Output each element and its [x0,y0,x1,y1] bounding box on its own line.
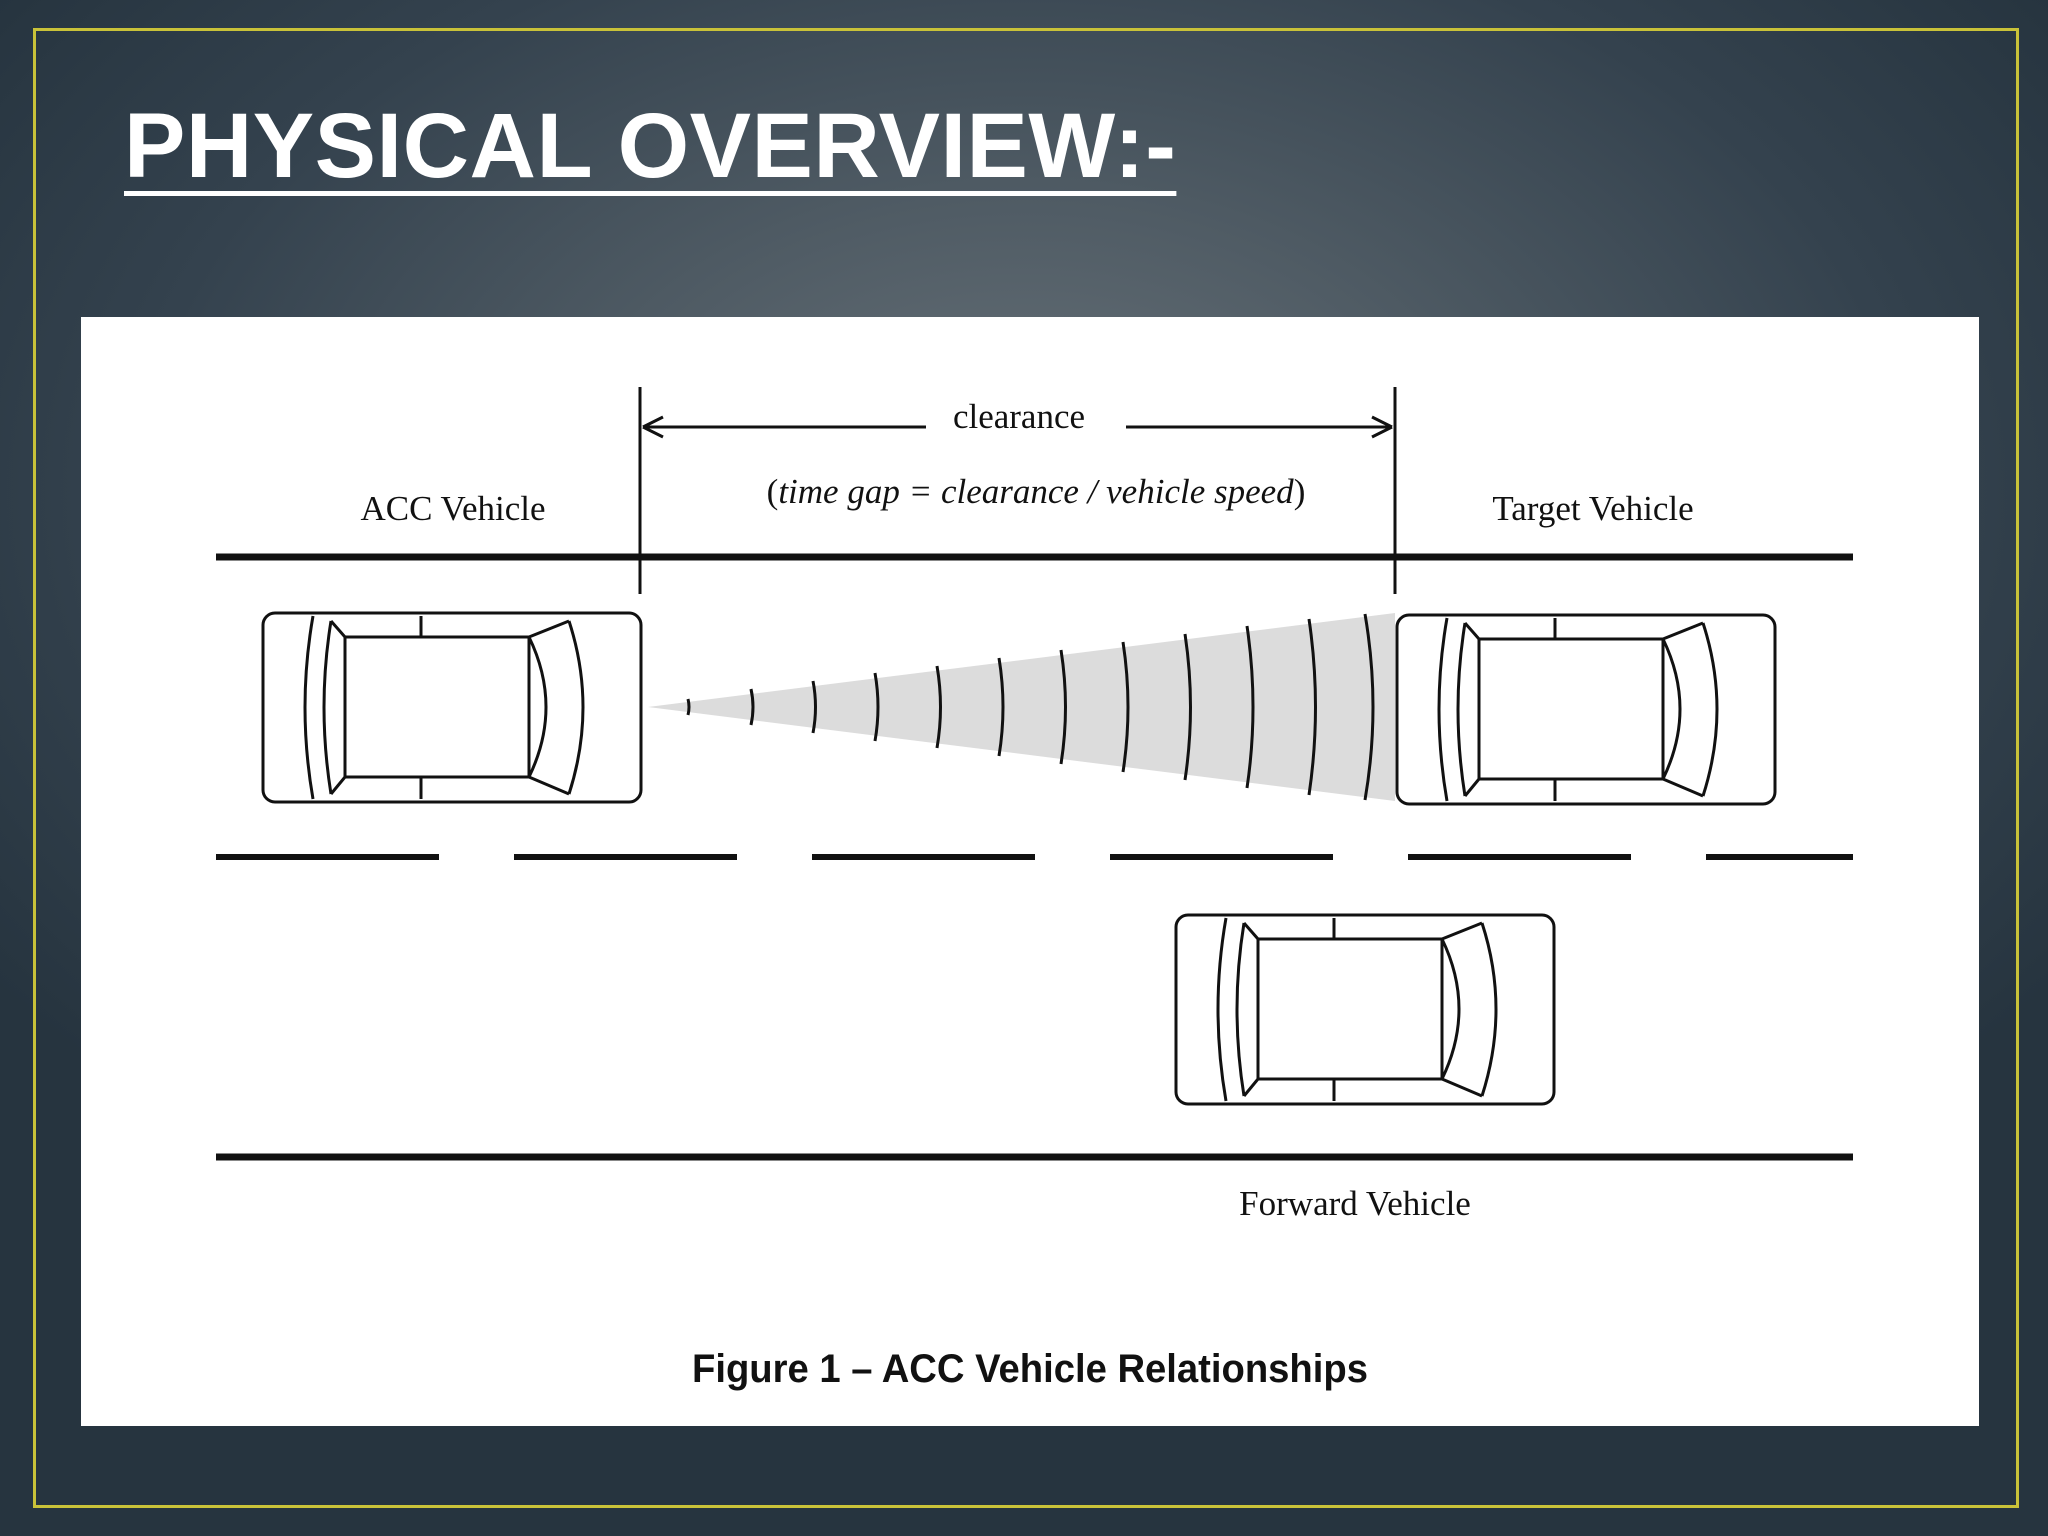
acc-diagram: clearance (time gap = clearance / vehicl… [216,387,1853,1391]
acc-vehicle-label: ACC Vehicle [360,489,545,528]
acc-vehicle-car [261,611,643,804]
forward-vehicle-car [1174,913,1556,1106]
clearance-label: clearance [953,397,1085,436]
target-vehicle-car [1395,613,1777,806]
radar-beam [648,613,1395,801]
slide-frame [33,28,2019,1508]
figure-panel: clearance (time gap = clearance / vehicl… [81,317,1979,1426]
figure-caption: Figure 1 – ACC Vehicle Relationships [692,1347,1368,1391]
time-gap-label: (time gap = clearance / vehicle speed) [767,472,1306,511]
target-vehicle-label: Target Vehicle [1492,489,1693,528]
forward-vehicle-label: Forward Vehicle [1239,1184,1471,1223]
slide-title: PHYSICAL OVERVIEW:- [124,95,1177,197]
